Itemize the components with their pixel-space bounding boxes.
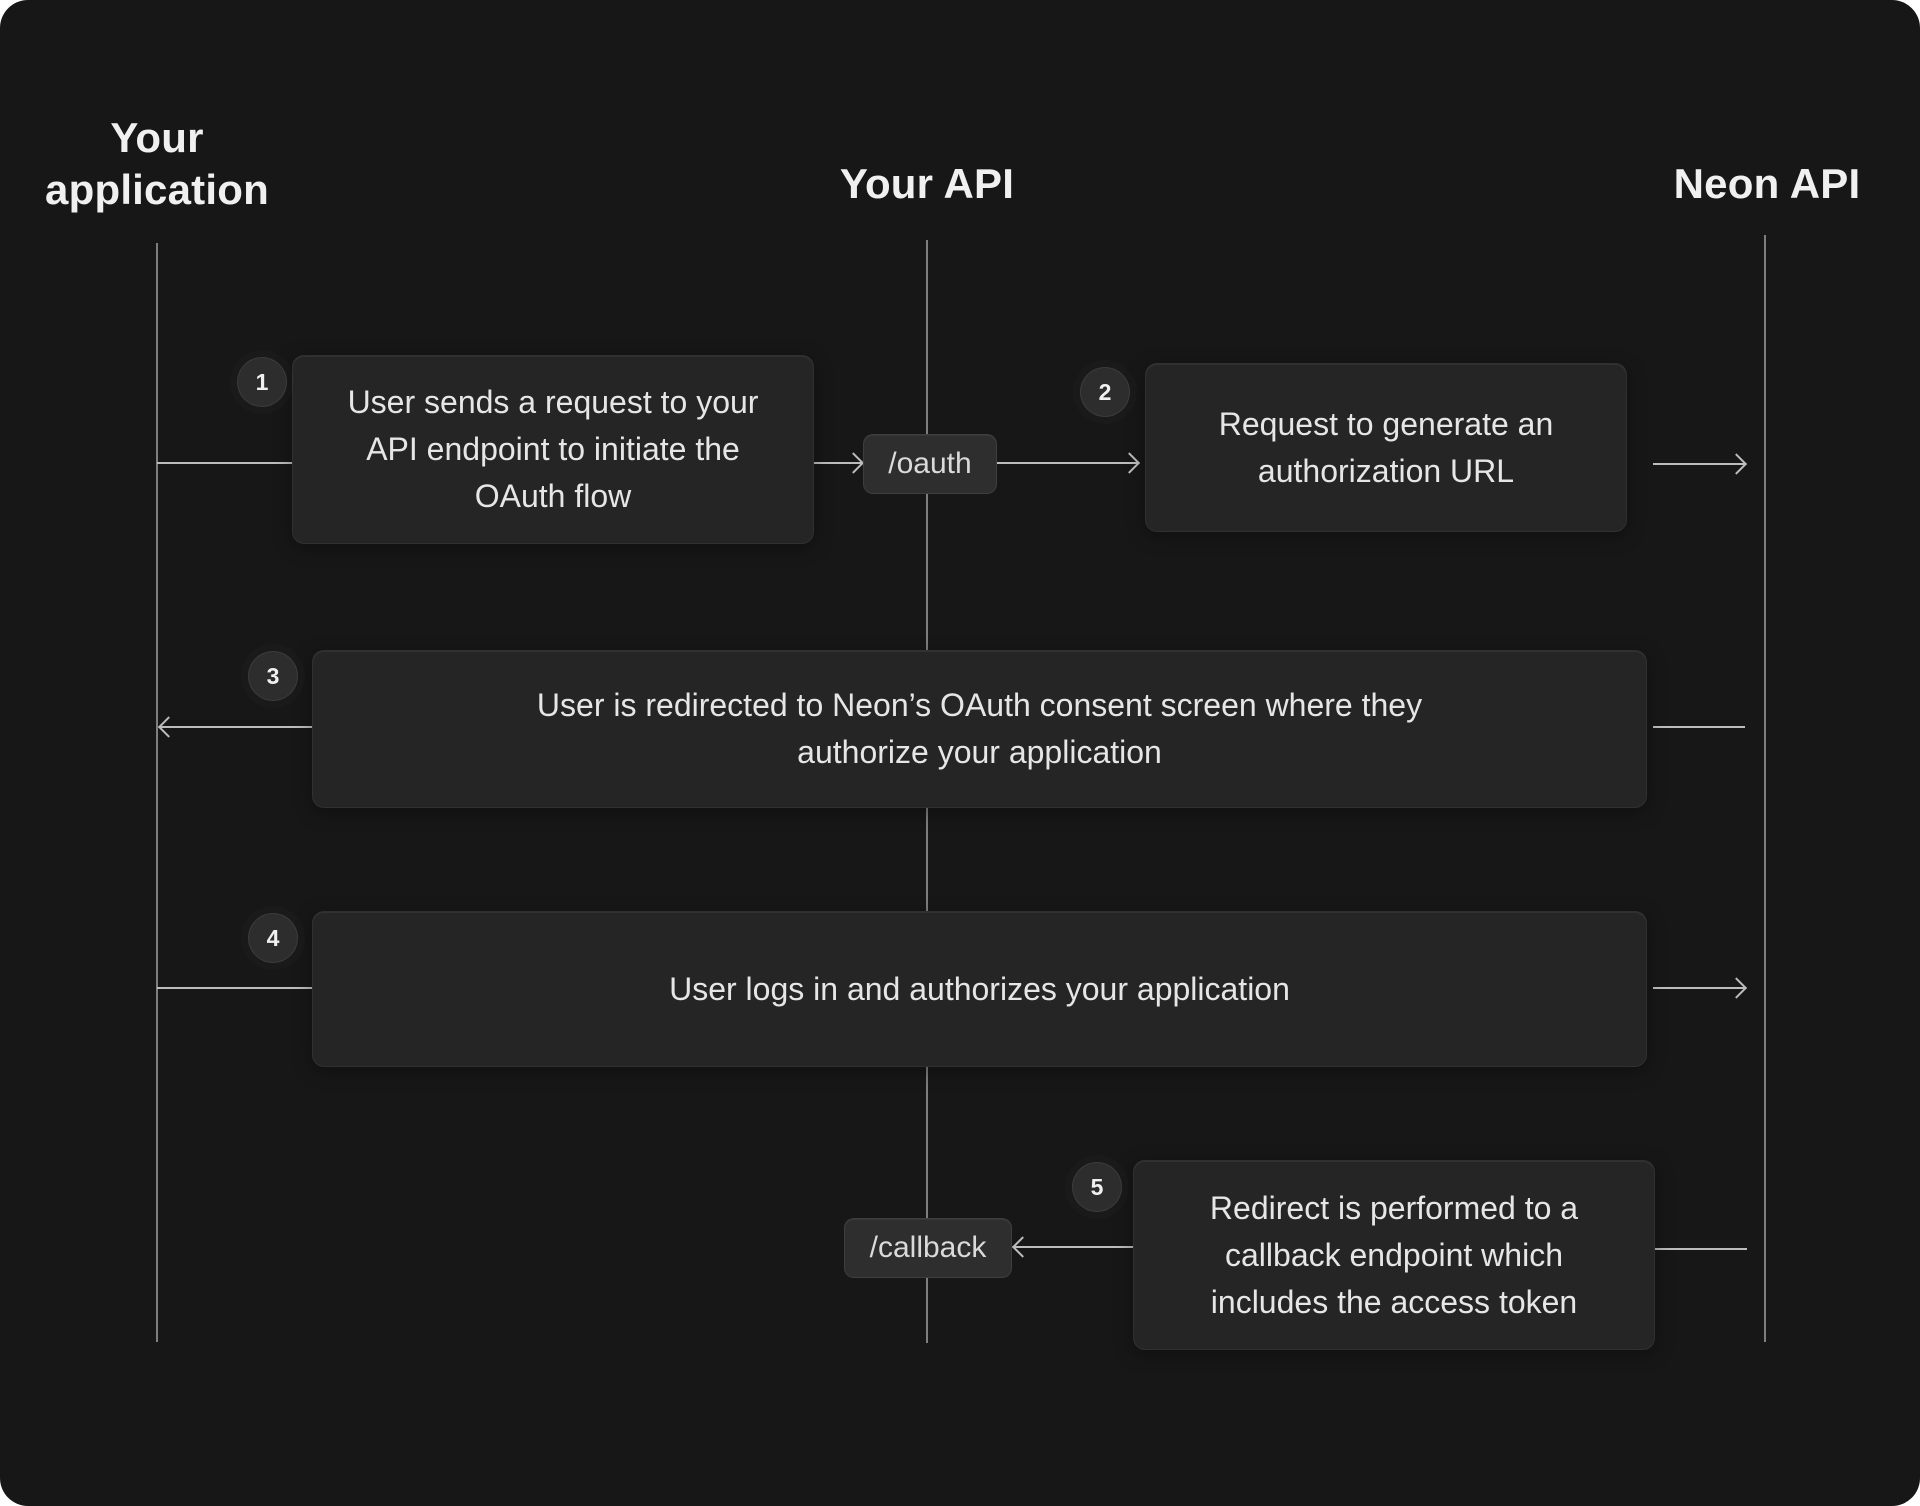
arrow-step2-box-to-neon-lifeline <box>1653 463 1745 465</box>
arrow-step1-to-oauth-endpoint <box>812 462 862 464</box>
connector-neon-lifeline-to-step5-box <box>1655 1248 1747 1250</box>
lane-title-your-api: Your API <box>839 160 1015 207</box>
step-box-5: Redirect is performed to a callback endp… <box>1133 1160 1655 1350</box>
lane-title-your-application: Your application <box>45 114 269 213</box>
step-text-4: User logs in and authorizes your applica… <box>669 970 1290 1007</box>
step-text-1: User sends a request to your API endpoin… <box>347 384 759 514</box>
lifeline-your-application <box>156 243 158 1342</box>
step-text-5: Redirect is performed to a callback endp… <box>1209 1189 1579 1320</box>
arrow-step4-box-to-neon-lifeline <box>1653 987 1745 989</box>
connector-lifeline-to-step1-box <box>157 462 292 464</box>
step-badge-5: 5 <box>1072 1162 1122 1212</box>
step-box-4: User logs in and authorizes your applica… <box>312 911 1647 1067</box>
connector-application-lifeline-to-step4-box <box>157 987 312 989</box>
step-box-3: User is redirected to Neon’s OAuth conse… <box>312 650 1647 808</box>
step-box-2: Request to generate an authorization URL <box>1145 363 1627 532</box>
step-text-3: User is redirected to Neon’s OAuth conse… <box>536 687 1423 770</box>
step-badge-4: 4 <box>248 913 298 963</box>
connector-neon-lifeline-to-step3-box <box>1653 726 1745 728</box>
step-badge-2: 2 <box>1080 367 1130 417</box>
arrow-step3-box-to-application-lifeline <box>160 726 312 728</box>
step-badge-1: 1 <box>237 357 287 407</box>
step-text-2: Request to generate an authorization URL <box>1218 405 1554 489</box>
callback-endpoint-chip: /callback <box>844 1218 1012 1278</box>
lifeline-neon-api <box>1764 235 1766 1342</box>
step-box-1: User sends a request to your API endpoin… <box>292 355 814 544</box>
arrow-oauth-endpoint-to-step2-box <box>995 462 1138 464</box>
arrow-step5-box-to-callback-endpoint <box>1014 1246 1133 1248</box>
oauth-endpoint-chip: /oauth <box>863 434 997 494</box>
step-badge-3: 3 <box>248 651 298 701</box>
lane-title-neon-api: Neon API <box>1673 160 1861 207</box>
